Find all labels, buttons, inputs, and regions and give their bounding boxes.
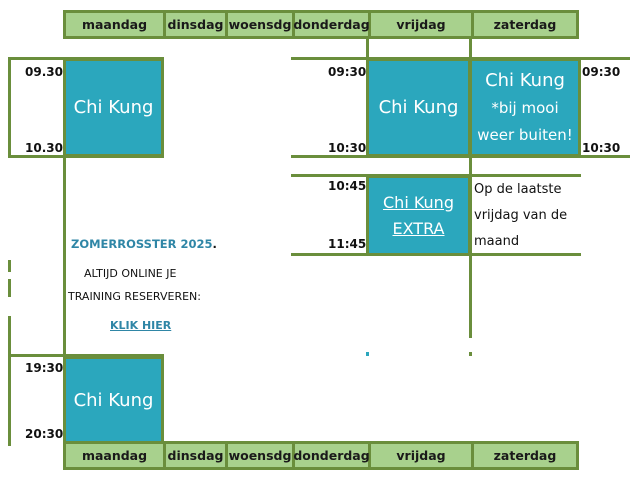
time-end: 10:30 (582, 141, 621, 155)
class-subtitle: EXTRA (392, 218, 445, 238)
class-block-chi-kung-extra[interactable]: Chi Kung EXTRA (366, 175, 471, 256)
class-block-chi-kung-monday-morning[interactable]: Chi Kung (63, 58, 164, 157)
day-label-tuesday: dinsdag (166, 13, 228, 36)
grid-line (8, 57, 11, 158)
day-label-thursday: donderdag (293, 444, 371, 467)
class-note: *bij mooi (491, 98, 559, 117)
last-friday-note: Op de laatste vrijdag van de maand (474, 177, 567, 255)
reserve-link[interactable]: KLIK HIER (110, 319, 172, 332)
class-block-chi-kung-monday-evening[interactable]: Chi Kung (63, 356, 164, 444)
time-end: 20:30 (25, 427, 64, 441)
grid-line (8, 316, 11, 446)
day-label-friday: vrijdag (371, 13, 474, 36)
day-label-saturday: zaterdag (493, 448, 557, 463)
class-block-chi-kung-friday[interactable]: Chi Kung (366, 58, 471, 157)
day-header-bottom: maandag dinsdag woensdg donderdag vrijda… (63, 441, 579, 470)
class-title: Chi Kung (378, 97, 459, 118)
day-label-tuesday: dinsdag (166, 444, 228, 467)
time-start: 19:30 (25, 361, 64, 375)
grid-line (366, 39, 369, 59)
day-label-monday: maandag (66, 444, 166, 467)
time-start: 09.30 (25, 65, 63, 79)
note-line: Op de laatste (474, 182, 562, 197)
grid-line (366, 352, 369, 356)
class-note: weer buiten! (477, 125, 573, 144)
day-label-thursday: donderdag (293, 13, 371, 36)
day-label-wednesday: woensdg (228, 13, 295, 36)
time-start: 09:30 (328, 65, 367, 79)
day-label-wednesday: woensdg (228, 444, 295, 467)
class-title: Chi Kung (73, 97, 154, 118)
grid-line (63, 155, 66, 356)
day-label-friday: vrijdag (371, 444, 474, 467)
schedule-title: ZOMERROSSTER 2025. (71, 237, 217, 251)
grid-line (8, 354, 164, 357)
time-end: 10.30 (25, 141, 63, 155)
info-line: ALTIJD ONLINE JE (84, 267, 177, 280)
class-title: Chi Kung (73, 389, 154, 411)
time-start: 09:30 (582, 65, 621, 79)
class-title: Chi Kung (383, 192, 454, 212)
note-line: vrijdag van de (474, 208, 568, 223)
time-start: 10:45 (328, 179, 367, 193)
info-line: TRAINING RESERVEREN: (68, 290, 201, 303)
grid-line (8, 279, 11, 297)
day-label-monday: maandag (66, 13, 166, 36)
note-line: maand (474, 234, 520, 249)
day-header-top: maandag dinsdag woensdg donderdag vrijda… (63, 10, 579, 39)
class-title: Chi Kung (485, 69, 565, 91)
time-end: 10:30 (328, 141, 367, 155)
grid-line (8, 260, 11, 272)
time-end: 11:45 (328, 237, 367, 251)
grid-line (469, 352, 472, 356)
day-label-saturday: zaterdag (493, 17, 557, 32)
class-block-chi-kung-saturday[interactable]: Chi Kung *bij mooi weer buiten! (469, 58, 581, 157)
